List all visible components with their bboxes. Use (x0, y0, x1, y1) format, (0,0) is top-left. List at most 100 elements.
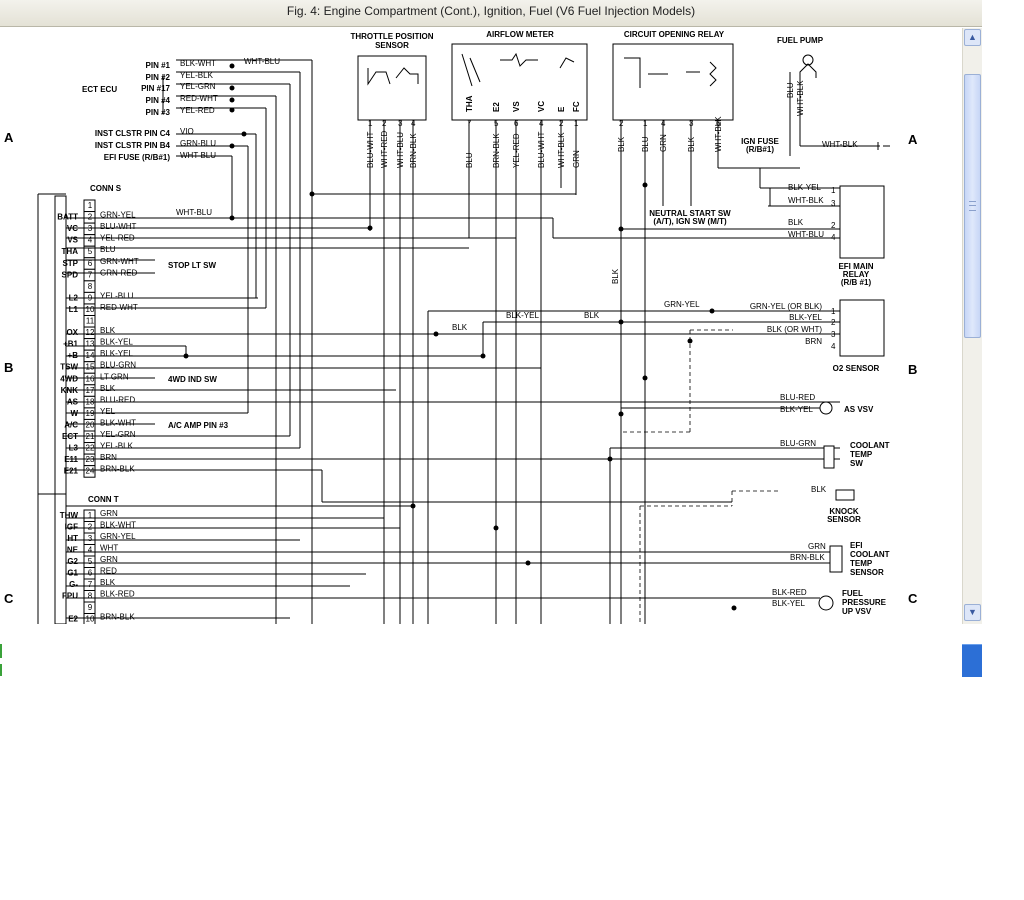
mid-wire-label: BLK (611, 268, 620, 284)
zone-label: C (4, 591, 14, 606)
cor-pin: 4 (661, 119, 666, 128)
efi-coolant-wire: BRN-BLK (790, 553, 825, 562)
conn-s-terminal: E11 (64, 455, 78, 464)
scroll-up-icon[interactable]: ▲ (964, 29, 981, 46)
afm-pin: 6 (514, 119, 519, 128)
taskbar-edge-fragment (0, 664, 2, 676)
ect-ecu-pin: PIN #17 (141, 84, 170, 93)
ect-ecu-wire: YEL-GRN (180, 82, 216, 91)
o2-pin: 3 (831, 330, 836, 339)
conn-s-wire: BLU (100, 245, 116, 254)
conn-s-wire: BLU-GRN (100, 361, 136, 370)
ect-ecu-pin: PIN #3 (146, 108, 171, 117)
ect-ecu-label: ECT ECU (82, 85, 117, 94)
ect-ecu-wire: BLK-WHT (180, 59, 216, 68)
ect-ecu-pin: PIN #2 (146, 73, 171, 82)
o2-pin: 2 (831, 318, 836, 327)
mid-wire-label: BLK-YEL (506, 311, 539, 320)
vertical-scrollbar[interactable]: ▲ ▼ (962, 28, 982, 624)
cor-title: CIRCUIT OPENING RELAY (624, 30, 725, 39)
conn-t-terminal: E2 (68, 615, 78, 624)
conn-t-pin: 6 (88, 569, 93, 578)
efi-coolant-label: COOLANT (850, 550, 890, 559)
afm-box (451, 43, 588, 121)
conn-s-wire: GRN-RED (100, 268, 138, 277)
conn-s-terminal: SPD (62, 270, 79, 279)
conn-t-wire: BLK-RED (100, 590, 135, 599)
tps-title: SENSOR (375, 41, 409, 50)
conn-t-terminal: FPU (62, 592, 78, 601)
efi-coolant-wire: GRN (808, 542, 826, 551)
ign-fuse-label: IGN FUSE (741, 137, 779, 146)
afm-wire: BLU-WHT (537, 131, 546, 168)
cor-pin: 1 (643, 119, 648, 128)
fuel-pump-symbol (802, 54, 814, 66)
efi-relay-wire: WHT-BLU (788, 230, 824, 239)
coolant-sw-wire: BLU-GRN (780, 439, 816, 448)
conn-t-wire: WHT (100, 544, 118, 553)
ign-fuse-label: (R/B#1) (746, 145, 774, 154)
nss-label: (A/T), IGN SW (M/T) (653, 217, 727, 226)
o2-pin: 4 (831, 342, 836, 351)
diagram-viewer: Fig. 4: Engine Compartment (Cont.), Igni… (0, 0, 982, 624)
scroll-thumb[interactable] (964, 74, 981, 338)
conn-t-pin: 9 (88, 603, 93, 612)
mid-wire-label: GRN-YEL (664, 300, 700, 309)
conn-s-pin: 14 (86, 351, 95, 360)
conn-s-pin: 24 (86, 467, 95, 476)
clstr-label: EFI FUSE (R/B#1) (104, 153, 171, 162)
conn-t-wire: GRN (100, 509, 118, 518)
as-vsv-label: AS VSV (844, 405, 874, 414)
conn-s-terminal: AS (67, 397, 79, 406)
pump-wire: BLU (786, 82, 795, 98)
conn-t-terminal: G1 (67, 569, 78, 578)
conn-s-pin: 8 (88, 282, 93, 291)
cor-pin: 2 (619, 119, 624, 128)
afm-title: AIRFLOW METER (486, 30, 554, 39)
conn-t-pin: 7 (88, 580, 93, 589)
conn-t-title: CONN T (88, 495, 119, 504)
cor-pin: 3 (689, 119, 694, 128)
conn-t-terminal: G- (69, 580, 78, 589)
efi-relay-label: RELAY (843, 270, 870, 279)
o2-wire: BLK (OR WHT) (767, 325, 822, 334)
conn-s-pin: 1 (88, 201, 93, 210)
o2-box (839, 299, 885, 357)
conn-s-wire: RED-WHT (100, 303, 138, 312)
knock-label: SENSOR (827, 515, 861, 524)
afm-terminal: VS (512, 101, 521, 112)
zone-label: A (4, 130, 14, 145)
o2-wire: GRN-YEL (OR BLK) (750, 302, 822, 311)
afm-pin: 4 (539, 119, 544, 128)
ect-ecu-pin: PIN #4 (146, 96, 171, 105)
ign-fuse-wire: WHT-BLK (822, 140, 858, 149)
conn-s-terminal: BATT (57, 213, 78, 222)
conn-t-wire: GRN (100, 555, 118, 564)
pump-wire: WHT-BLK (796, 80, 805, 116)
conn-s-terminal: +B (68, 351, 79, 360)
afm-pin: 1 (574, 119, 579, 128)
conn-s-pin: 12 (86, 328, 95, 337)
conn-s-wire: GRN-YEL (100, 211, 136, 220)
afm-wire: BRN-BLK (492, 133, 501, 168)
conn-t-pin: 4 (88, 546, 93, 555)
conn-s-pin-box (83, 465, 96, 478)
cor-pin: 6 (716, 119, 721, 128)
scroll-down-icon[interactable]: ▼ (964, 604, 981, 621)
figure-title: Fig. 4: Engine Compartment (Cont.), Igni… (286, 4, 696, 18)
clstr-wire: WHT-BLU (180, 151, 216, 160)
taskbar-edge-fragment (0, 644, 2, 658)
fuel-pump-title: FUEL PUMP (777, 36, 824, 45)
efi-relay-label: (R/B #1) (841, 278, 872, 287)
cor-wire: WHT-BLK (714, 116, 723, 152)
mid-wire-label: BLK (584, 311, 600, 320)
o2-wire: BLK-YEL (789, 313, 822, 322)
conn-s-pin: 15 (86, 363, 95, 372)
conn-s-wire: BRN-BLK (100, 465, 135, 474)
conn-s-terminal: L2 (69, 293, 79, 302)
afm-wire: BLU (465, 152, 474, 168)
tps-pin: 3 (398, 119, 403, 128)
nss-label: NEUTRAL START SW (649, 209, 731, 218)
efi-relay-wire: BLK (788, 218, 804, 227)
